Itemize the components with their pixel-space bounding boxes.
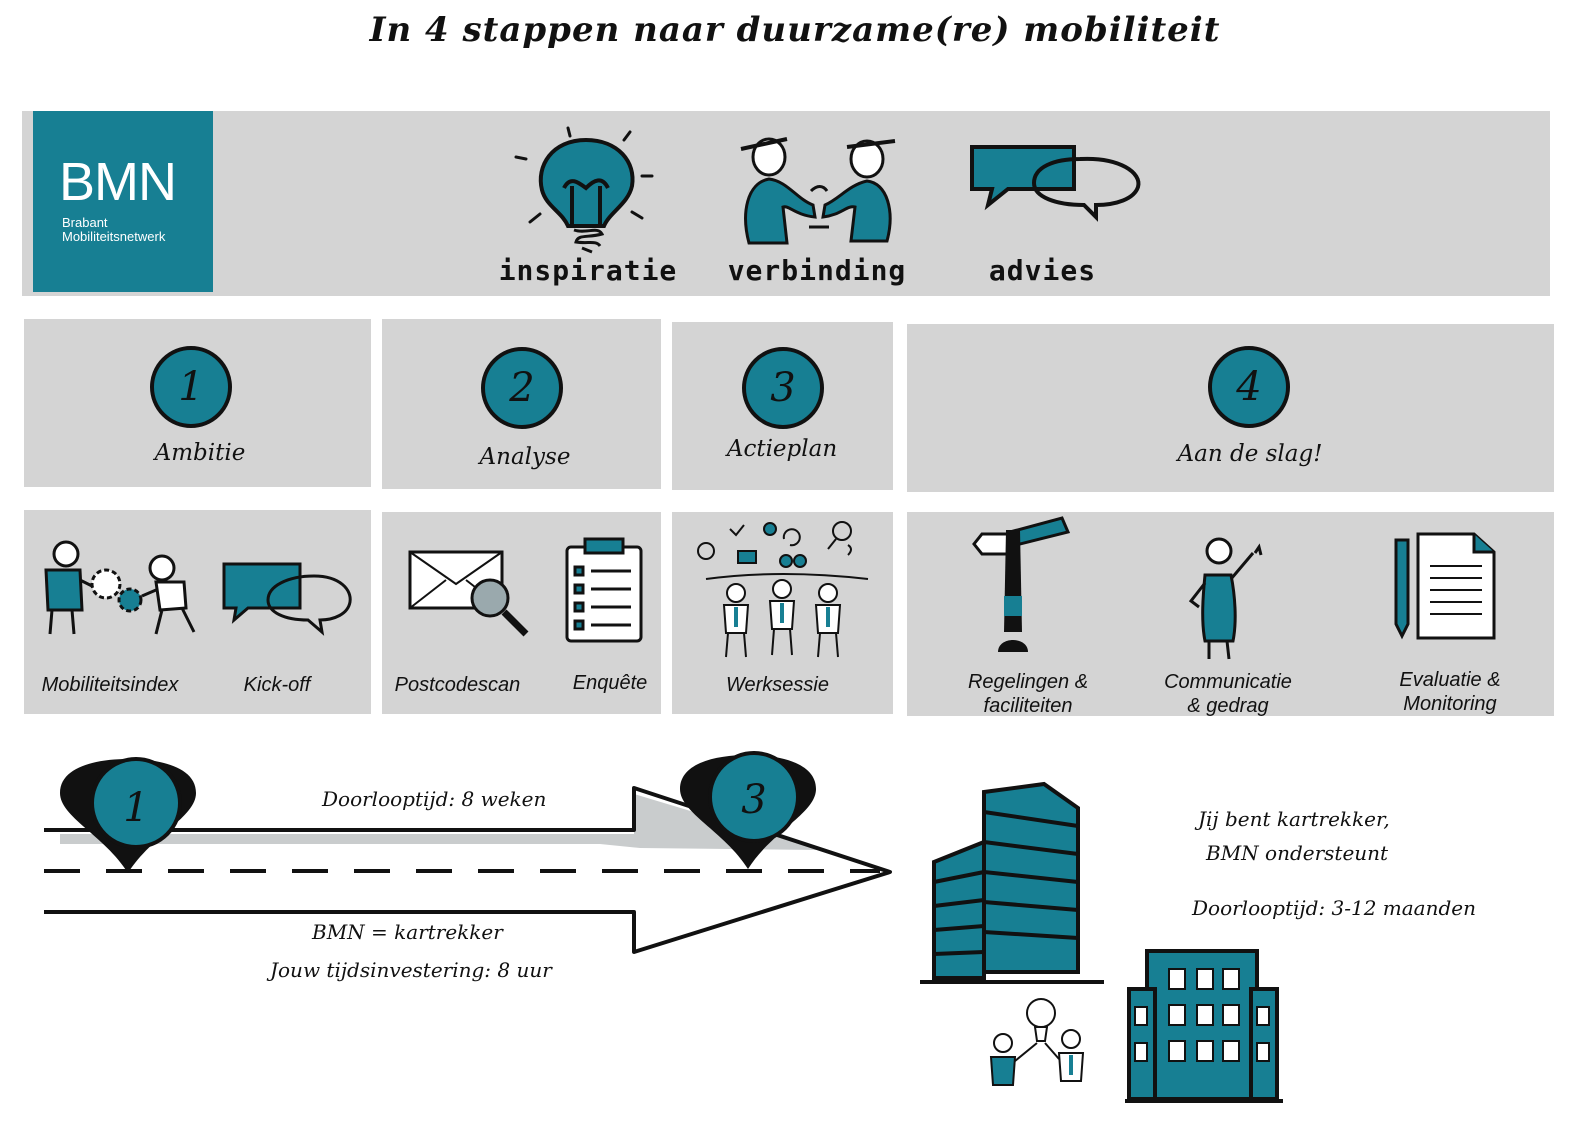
- speech-bubbles-icon: [970, 145, 1141, 222]
- tool-communicatie: Communicatie & gedrag: [1148, 670, 1308, 718]
- step1-label: Ambitie: [154, 440, 246, 466]
- tool-communicatie-line2: & gedrag: [1187, 695, 1269, 717]
- step4-number: 4: [1208, 346, 1290, 428]
- envelope-magnifier-icon: [408, 550, 529, 637]
- tool-werksessie: Werksessie: [726, 674, 829, 696]
- step1-tools-panel: [24, 510, 371, 714]
- office-tower-icon: [920, 781, 1104, 984]
- pillar-verbinding: verbinding: [727, 254, 907, 287]
- tool-evaluatie-line2: Monitoring: [1403, 693, 1497, 715]
- clipboard-checklist-icon: [565, 537, 643, 643]
- tool-postcodescan: Postcodescan: [394, 674, 521, 696]
- step2-label: Analyse: [479, 444, 571, 470]
- logo-line1: Brabant: [62, 215, 108, 230]
- tool-regelingen-line2: faciliteiten: [983, 695, 1073, 717]
- bmn-logo[interactable]: BMN Brabant Mobiliteitsnetwerk: [33, 111, 213, 292]
- handshake-icon: [740, 137, 896, 245]
- logo-abbr: BMN: [59, 152, 177, 212]
- kickoff-speech-icon: [222, 562, 352, 636]
- tool-evaluatie-line1: Evaluatie &: [1399, 669, 1501, 691]
- tool-kickoff: Kick-off: [243, 674, 311, 696]
- idea-people-icon: [989, 998, 1085, 1086]
- pillar-advies: advies: [988, 254, 1097, 287]
- evaluation-document-icon: [1394, 532, 1496, 640]
- road-arrow: [44, 786, 892, 954]
- communicating-person-icon: [1188, 537, 1263, 660]
- tool-evaluatie: Evaluatie & Monitoring: [1370, 668, 1530, 716]
- lightbulb-icon: [514, 126, 654, 254]
- logo-line2: Mobiliteitsnetwerk: [62, 229, 166, 244]
- page-title: In 4 stappen naar duurzame(re) mobilitei…: [369, 10, 1221, 50]
- step3-label: Actieplan: [726, 436, 838, 462]
- phase4-line2: BMN ondersteunt: [1206, 841, 1389, 865]
- pillar-inspiratie: inspiratie: [498, 254, 678, 287]
- timeline-duration: Doorlooptijd: 8 weken: [322, 787, 547, 811]
- step1-number: 1: [150, 346, 232, 428]
- map-pin-end: [680, 751, 816, 869]
- tool-communicatie-line1: Communicatie: [1164, 671, 1292, 693]
- pin-start-number: 1: [123, 785, 149, 831]
- phase4-line1: Jij bent kartrekker,: [1198, 807, 1390, 831]
- timeline-investment: Jouw tijdsinvestering: 8 uur: [270, 958, 552, 982]
- timeline-lead: BMN = kartrekker: [312, 920, 503, 944]
- tool-enquete: Enquête: [572, 672, 648, 694]
- step4-label: Aan de slag!: [1177, 441, 1323, 467]
- signpost-icon: [972, 516, 1071, 652]
- tool-regelingen-line1: Regelingen &: [967, 671, 1089, 693]
- workshop-group-icon: [697, 521, 869, 658]
- map-pin-start: [60, 757, 196, 873]
- step3-number: 3: [742, 347, 824, 429]
- phase4-duration: Doorlooptijd: 3-12 maanden: [1192, 896, 1476, 920]
- mobility-index-icon: [44, 540, 196, 635]
- apartment-building-icon: [1125, 949, 1283, 1103]
- step2-number: 2: [481, 347, 563, 429]
- pin-end-number: 3: [741, 777, 767, 823]
- tool-mobiliteitsindex: Mobiliteitsindex: [41, 674, 179, 696]
- tool-regelingen: Regelingen & faciliteiten: [948, 670, 1108, 718]
